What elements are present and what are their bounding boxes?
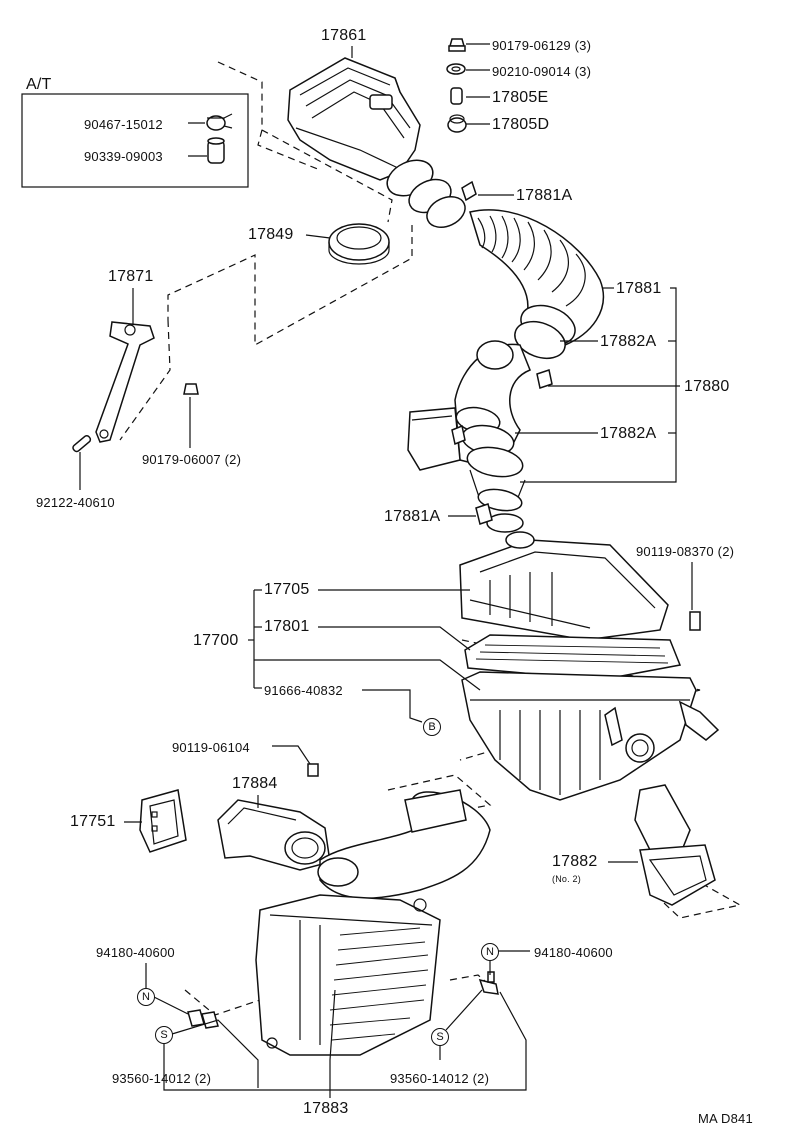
- label-17700: 17700: [193, 632, 239, 649]
- label-17861: 17861: [321, 27, 367, 44]
- label-17882: 17882: [552, 853, 598, 870]
- label-93560-14012-left: 93560-14012 (2): [112, 1071, 212, 1086]
- badge-s-right: S: [431, 1028, 449, 1046]
- clamp-17881a-top-drawing: [461, 180, 477, 202]
- label-17884: 17884: [232, 775, 278, 792]
- washer-90210-drawing: [446, 63, 466, 75]
- label-17883: 17883: [303, 1100, 349, 1117]
- label-91666-40832: 91666-40832: [264, 683, 343, 698]
- label-17882a-top: 17882A: [600, 333, 657, 350]
- label-90339-09003: 90339-09003: [84, 149, 163, 164]
- label-90119-08370: 90119-08370 (2): [636, 544, 735, 559]
- hose-17880-drawing: [407, 340, 553, 533]
- label-90467-15012: 90467-15012: [84, 117, 163, 132]
- at-inset-box: [21, 93, 249, 188]
- badge-n-right: N: [481, 943, 499, 961]
- bracket-17871-drawing: [72, 321, 199, 453]
- badge-s-left: S: [155, 1026, 173, 1044]
- grommet-17805e-drawing: [450, 87, 463, 105]
- label-17882a-mid: 17882A: [600, 425, 657, 442]
- label-17881: 17881: [616, 280, 662, 297]
- label-17881a-top: 17881A: [516, 187, 573, 204]
- label-17849: 17849: [248, 226, 294, 243]
- cleaner-cap-17705-drawing: [459, 531, 701, 641]
- duct-17882-no2-drawing: [634, 784, 716, 906]
- badge-n-left: N: [137, 988, 155, 1006]
- label-17751: 17751: [70, 813, 116, 830]
- label-diagram-ref: MA D841: [698, 1111, 753, 1126]
- resonator-17883-drawing: [255, 789, 491, 1056]
- label-90179-06129: 90179-06129 (3): [492, 38, 592, 53]
- label-94180-40600-left: 94180-40600: [96, 945, 175, 960]
- filter-element-17801-drawing: [464, 634, 682, 681]
- label-17801: 17801: [264, 618, 310, 635]
- label-92122-40610: 92122-40610: [36, 495, 115, 510]
- hose-17881-drawing: [469, 209, 605, 360]
- leader-lines: [79, 43, 693, 1098]
- label-93560-14012-right: 93560-14012 (2): [390, 1071, 490, 1086]
- label-17805d: 17805D: [492, 116, 550, 133]
- label-17881a-bottom: 17881A: [384, 508, 441, 525]
- label-17705: 17705: [264, 581, 310, 598]
- ring-17849-drawing: [328, 223, 390, 265]
- duct-17884-drawing: [217, 763, 331, 871]
- label-17882-no2: (No. 2): [552, 874, 581, 884]
- cleaner-case-17700-drawing: [461, 671, 720, 801]
- intake-duct-17861-drawing: [287, 57, 466, 228]
- label-17880: 17880: [684, 378, 730, 395]
- badge-b: B: [423, 718, 441, 736]
- label-at-inset: A/T: [26, 76, 52, 93]
- hose-90339-drawing: [207, 137, 225, 164]
- label-90119-06104: 90119-06104: [172, 740, 250, 755]
- grommet-17751-drawing: [139, 789, 187, 853]
- clamp-17881a-bottom-drawing: [475, 503, 493, 525]
- label-17871: 17871: [108, 268, 154, 285]
- bolt-90179-06129-drawing: [448, 38, 466, 52]
- label-90179-06007: 90179-06007 (2): [142, 452, 242, 467]
- label-94180-40600-right: 94180-40600: [534, 945, 613, 960]
- label-90210-09014: 90210-09014 (3): [492, 64, 592, 79]
- clamp-90467-drawing: [206, 113, 233, 131]
- grommet-17805d-drawing: [447, 114, 467, 133]
- label-17805e: 17805E: [492, 89, 549, 106]
